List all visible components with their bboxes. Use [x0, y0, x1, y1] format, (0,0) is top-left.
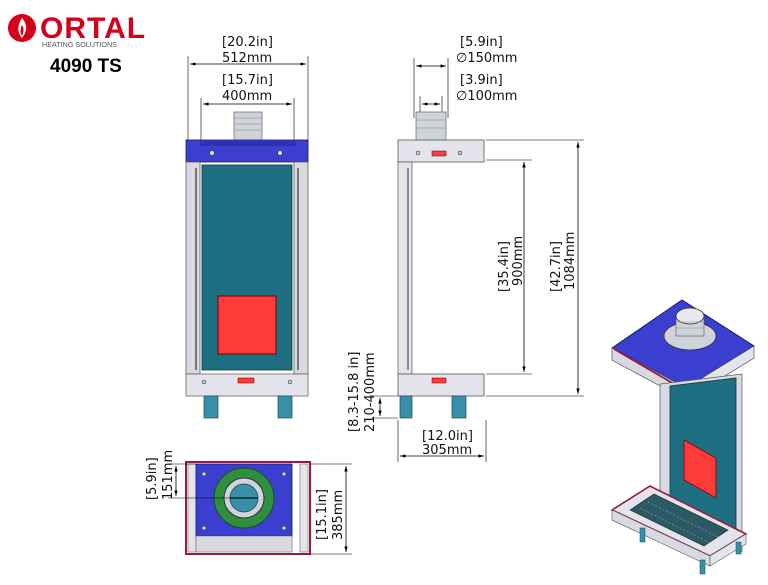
top-offset-in: [5.9in] — [145, 457, 160, 500]
top-depth-in: [15.1in] — [315, 489, 330, 540]
depth-in: [12.0in] — [422, 429, 473, 444]
left-leg — [203, 395, 219, 419]
top-view: [5.9in] 151mm [15.1in] 385mm — [145, 450, 352, 555]
side-leg-front — [451, 395, 467, 419]
side-back-wall — [397, 161, 413, 375]
burner — [217, 295, 277, 355]
isometric-view — [610, 299, 755, 575]
top-offset-mm: 151mm — [161, 450, 176, 500]
side-base — [397, 373, 485, 397]
brand-tagline: HEATING SOLUTIONS — [42, 40, 117, 49]
front-width-mm: 512mm — [222, 51, 272, 66]
top-depth-mm: 385mm — [331, 490, 346, 540]
overall-height-mm: 1084mm — [563, 232, 578, 290]
ortal-logo: ORTAL HEATING SOLUTIONS — [8, 12, 156, 49]
front-inner-width-in: [15.7in] — [222, 73, 273, 88]
front-width-in: [20.2in] — [222, 35, 273, 50]
side-view: [5.9in] ∅150mm [3.9in] ∅100mm [35.4in] 9… — [347, 35, 584, 462]
side-flue-collar — [415, 111, 447, 143]
side-leg-back — [399, 395, 413, 419]
base-plate — [185, 373, 309, 397]
front-inner-width-mm: 400mm — [222, 89, 272, 104]
flue-outer-in: [5.9in] — [460, 35, 503, 50]
model-name: 4090 TS — [50, 56, 122, 77]
flue-collar — [233, 111, 263, 143]
right-side-frame — [293, 161, 309, 375]
left-side-frame — [185, 161, 201, 375]
glass-height-in: [35.4in] — [497, 241, 512, 292]
front-view: [20.2in] 512mm [15.7in] 400mm — [185, 35, 309, 419]
flue-inner-mm: ∅100mm — [456, 89, 517, 104]
right-leg — [277, 395, 293, 419]
overall-height-in: [42.7in] — [549, 241, 564, 292]
legs-range-mm: 210-400mm — [363, 352, 378, 432]
brand-name: ORTAL — [40, 12, 146, 45]
glass-height-mm: 900mm — [511, 236, 526, 286]
iso-burner — [683, 439, 717, 499]
flue-inner-in: [3.9in] — [460, 73, 503, 88]
flue-outer-mm: ∅150mm — [456, 51, 517, 66]
depth-mm: 305mm — [422, 443, 472, 458]
legs-range-in: [8.3-15.8 in] — [347, 352, 362, 432]
